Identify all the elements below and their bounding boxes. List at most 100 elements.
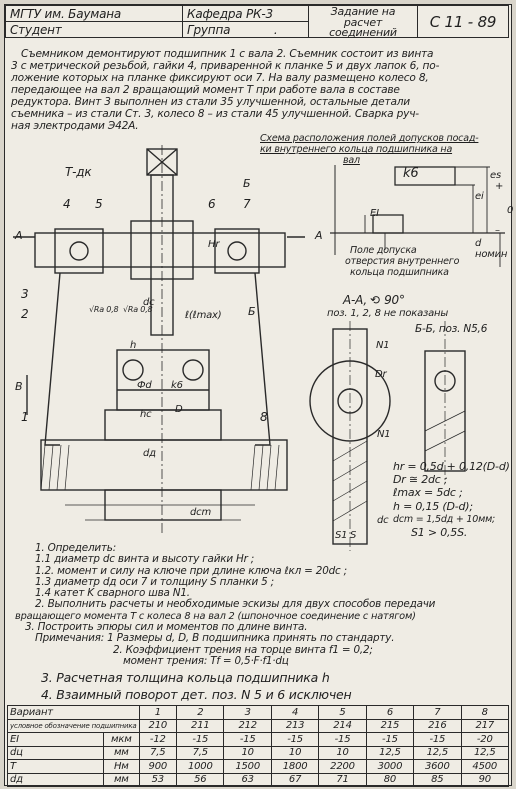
label-2: 2 bbox=[21, 307, 29, 321]
label-dcm: dcm bbox=[190, 507, 211, 518]
code-cell: С 11 - 89 bbox=[417, 5, 509, 38]
table-row: dд мм 53 56 63 67 71 80 85 90 bbox=[6, 772, 510, 787]
department-cell: Кафедра РК-3 bbox=[182, 5, 309, 22]
label-3: 3 bbox=[21, 287, 29, 301]
label-h: h bbox=[130, 340, 137, 351]
task-line: 3. Построить эпюры сил и моментов по дли… bbox=[25, 621, 308, 634]
table-cell: 4500 bbox=[460, 759, 510, 774]
table-cell: 12,5 bbox=[460, 745, 510, 760]
row-unit: мм bbox=[103, 745, 140, 760]
table-cell: 1000 bbox=[176, 759, 225, 774]
label-5: 5 bbox=[95, 197, 103, 211]
task-line: 2. Коэффициент трения на торце винта f1 … bbox=[113, 643, 373, 656]
description-line: ная электродами Э42А. bbox=[11, 120, 139, 132]
label-hc: hc bbox=[140, 409, 152, 420]
scheme-field-2: отверстия внутреннего bbox=[345, 256, 460, 267]
row-unit: мкм bbox=[103, 732, 140, 747]
table-cell: 67 bbox=[270, 772, 320, 787]
group-cell: Группа . bbox=[182, 21, 309, 38]
formula: dcm = 1,5dд + 10мм; bbox=[393, 513, 496, 525]
table-cell: 210 bbox=[138, 718, 178, 733]
formulas: hr = 0,5d + 0,12(D-d) Dr ≅ 2dc ; ℓmax = … bbox=[393, 460, 510, 539]
leg-right-top bbox=[214, 228, 260, 274]
student-cell: Студент bbox=[5, 21, 183, 38]
description-line: передающее на вал 2 вращающий момент T п… bbox=[11, 84, 400, 96]
table-cell: 900 bbox=[138, 759, 178, 774]
description-line: съемника – из стали Ст. 3, колесо 8 – из… bbox=[11, 108, 419, 120]
row-label: EI bbox=[6, 732, 105, 747]
formula: h = 0,15 (D-d); bbox=[393, 499, 473, 513]
task-list: 1. Определить: 1.1 диаметр dc винта и вы… bbox=[15, 542, 510, 667]
table-cell: 85 bbox=[413, 772, 462, 787]
label-dc-section: dc bbox=[377, 515, 389, 526]
table-cell: 215 bbox=[365, 718, 415, 733]
table-row: dц мм 7,5 7,5 10 10 10 12,5 12,5 12,5 bbox=[6, 745, 510, 760]
table-header-row: Вариант 1 2 3 4 5 6 7 8 bbox=[7, 705, 510, 720]
table-header-cell: 3 bbox=[223, 705, 272, 720]
label-b-top: Б bbox=[243, 177, 251, 190]
task-line: вращающего момента T с колеса 8 на вал 2… bbox=[15, 610, 416, 622]
table-cell: 7,5 bbox=[138, 745, 178, 760]
description-line: ложение которых на планке фиксируют оси … bbox=[11, 72, 429, 84]
institution-cell: МГТУ им. Баумана bbox=[5, 5, 183, 22]
scheme-el: EI bbox=[370, 208, 379, 219]
title-block: МГТУ им. Баумана Студент Кафедра РК-3 Гр… bbox=[5, 5, 510, 47]
label-l-max: ℓ(ℓmax) bbox=[185, 310, 222, 321]
label-s: S bbox=[350, 530, 357, 541]
label-ra-left: √Ra 0,8 bbox=[89, 305, 119, 314]
description: Съемником демонтируют подшипник 1 с вала… bbox=[11, 48, 505, 132]
extra-task-3: 3. Расчетная толщина кольца подшипника h bbox=[41, 670, 330, 685]
scheme-title-1: Схема расположения полей допусков посад- bbox=[260, 133, 479, 144]
wheel bbox=[40, 439, 288, 491]
table-cell: 53 bbox=[138, 772, 178, 787]
table-cell: -12 bbox=[138, 732, 178, 747]
table-header-cell: 1 bbox=[138, 705, 178, 720]
table-row: T Нм 900 1000 1500 1800 2200 3000 3600 4… bbox=[6, 759, 510, 774]
table-cell: 12,5 bbox=[365, 745, 415, 760]
description-line: 3 с метрической резьбой, гайки 4, привар… bbox=[11, 60, 440, 72]
label-6: 6 bbox=[208, 197, 216, 211]
scheme-field-3: кольца подшипника bbox=[350, 267, 449, 278]
scheme-fit: k6 bbox=[403, 166, 419, 181]
section-views bbox=[309, 321, 466, 551]
table-cell: 214 bbox=[318, 718, 367, 733]
table-cell: 80 bbox=[365, 772, 415, 787]
label-k6: k6 bbox=[171, 380, 183, 391]
label-1: 1 bbox=[21, 410, 29, 424]
row-unit: Нм bbox=[103, 759, 140, 774]
task-line: 1.1 диаметр dc винта и высоту гайки Hr ; bbox=[35, 553, 255, 566]
row-label: условное обозначение подшипника bbox=[7, 718, 140, 733]
section-bb-title: Б-Б, поз. N5,6 bbox=[415, 323, 488, 335]
task-title-line-2: расчет bbox=[343, 15, 383, 29]
table-cell: 10 bbox=[223, 745, 272, 760]
ring-field bbox=[372, 214, 404, 234]
group-label: Группа bbox=[187, 23, 231, 37]
table-header-cell: 8 bbox=[460, 705, 510, 720]
tolerance-scheme bbox=[330, 165, 505, 267]
scheme-plus: + bbox=[495, 181, 504, 192]
table-cell: 1800 bbox=[270, 759, 320, 774]
formula: ℓmax = 5dc ; bbox=[393, 486, 463, 500]
description-line: Съемником демонтируют подшипник 1 с вала… bbox=[21, 48, 434, 60]
table-cell: 216 bbox=[413, 718, 462, 733]
table-row: EI мкм -12 -15 -15 -15 -15 -15 -15 -20 bbox=[6, 732, 510, 747]
scheme-zero: 0 bbox=[507, 205, 514, 216]
table-cell: 2200 bbox=[318, 759, 367, 774]
k6-field bbox=[394, 166, 456, 186]
formula: S1 > 0,5S. bbox=[411, 526, 468, 540]
leg-left-top bbox=[54, 228, 104, 274]
table-cell: -15 bbox=[413, 732, 462, 747]
table-header-cell: 2 bbox=[176, 705, 225, 720]
scheme-title-2: ки внутреннего кольца подшипника на bbox=[260, 144, 453, 155]
scheme-minus: – bbox=[495, 225, 500, 236]
table-cell: 12,5 bbox=[413, 745, 462, 760]
table-cell: 10 bbox=[270, 745, 320, 760]
label-hr: Hr bbox=[208, 239, 220, 250]
scheme-ei: ei bbox=[475, 191, 484, 202]
scheme-field-1: Поле допуска bbox=[350, 245, 417, 256]
label-d-fit: Фd bbox=[137, 380, 152, 391]
table-cell: 7,5 bbox=[176, 745, 225, 760]
table-header-cell: 4 bbox=[270, 705, 320, 720]
table-cell: -15 bbox=[176, 732, 225, 747]
table-cell: -15 bbox=[365, 732, 415, 747]
